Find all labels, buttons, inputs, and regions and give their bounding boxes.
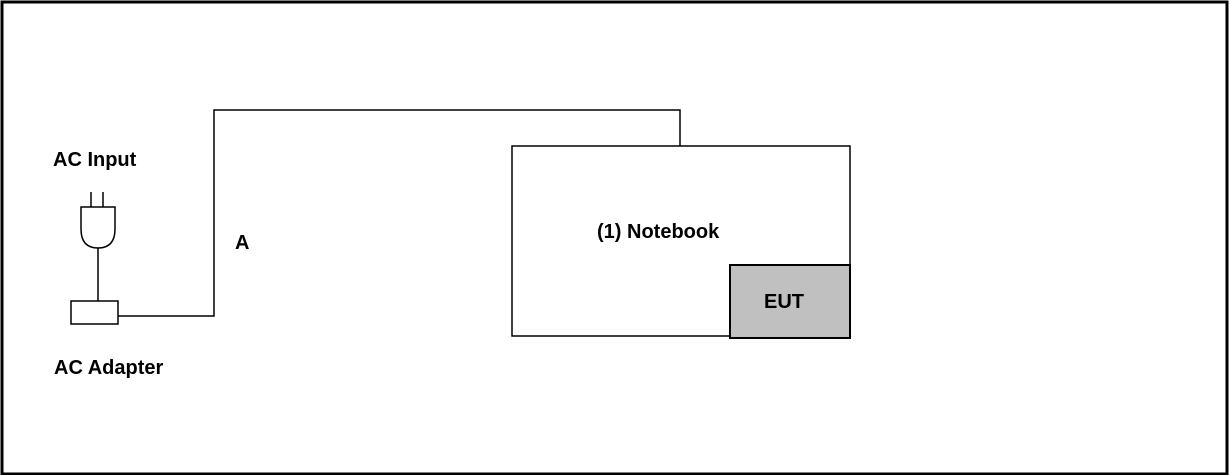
notebook-label: (1) Notebook [597, 221, 720, 243]
eut-box [729, 264, 851, 339]
ac-adapter-box [70, 300, 119, 325]
eut-label: EUT [764, 291, 804, 313]
cable-label: A [235, 232, 249, 254]
ac-plug-icon [80, 192, 116, 301]
cable-a [118, 109, 681, 317]
ac-adapter-label: AC Adapter [54, 357, 163, 379]
ac-input-label: AC Input [53, 149, 137, 171]
